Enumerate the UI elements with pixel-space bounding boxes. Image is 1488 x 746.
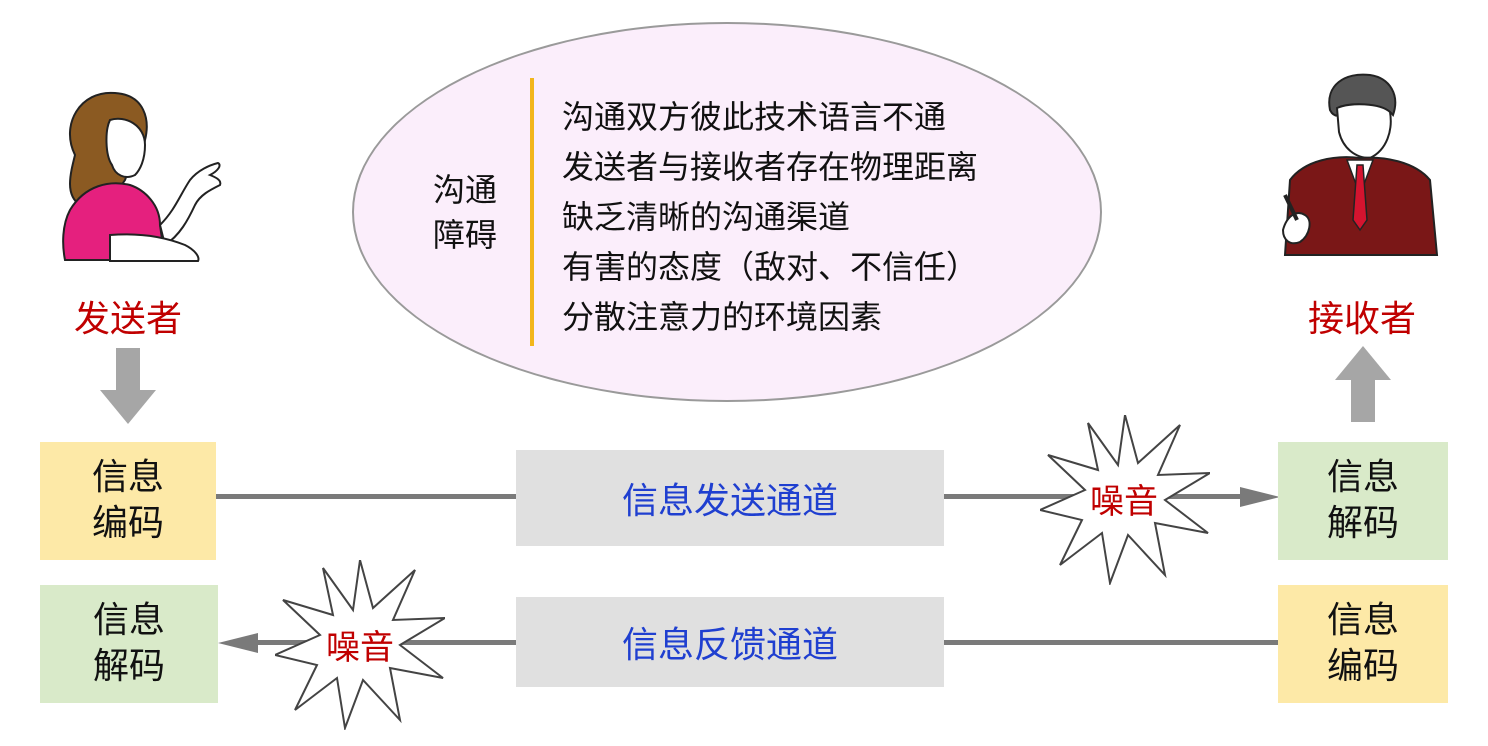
send-channel: 信息发送通道 — [516, 450, 944, 546]
receiver-encode-box: 信息 编码 — [1278, 585, 1448, 703]
send-channel-line-left — [216, 494, 516, 499]
box-line: 编码 — [91, 503, 164, 544]
barriers-title-line1: 沟通 — [432, 171, 497, 209]
box-line: 编码 — [1326, 646, 1399, 687]
sender-decode-box: 信息 解码 — [40, 585, 218, 703]
arrow-down-icon — [100, 348, 156, 424]
barriers-title: 沟通 障碍 — [420, 168, 510, 258]
communication-barriers-ellipse — [352, 22, 1102, 402]
receiver-man-icon — [1281, 73, 1439, 256]
box-line: 解码 — [1326, 503, 1399, 544]
barrier-item: 缺乏清晰的沟通渠道 — [562, 198, 851, 236]
barriers-divider — [530, 78, 534, 346]
box-line: 信息 — [1326, 457, 1399, 498]
barrier-item: 分散注意力的环境因素 — [562, 298, 883, 336]
feedback-channel: 信息反馈通道 — [516, 597, 944, 687]
barrier-item: 沟通双方彼此技术语言不通 — [562, 98, 947, 136]
arrow-up-icon — [1335, 346, 1391, 422]
sender-encode-box: 信息 编码 — [40, 442, 216, 560]
receiver-label: 接收者 — [1307, 299, 1416, 340]
box-line: 解码 — [92, 646, 165, 687]
barrier-item: 发送者与接收者存在物理距离 — [562, 148, 979, 186]
barriers-title-line2: 障碍 — [432, 216, 497, 254]
barriers-list: 沟通双方彼此技术语言不通 发送者与接收者存在物理距离 缺乏清晰的沟通渠道 有害的… — [562, 92, 978, 342]
sender-woman-icon — [62, 91, 222, 262]
feedback-channel-line-right — [944, 640, 1278, 645]
arrow-left-icon — [218, 633, 258, 653]
feedback-noise-label: 噪音 — [326, 628, 394, 668]
box-line: 信息 — [92, 600, 165, 641]
barrier-item: 有害的态度（敌对、不信任） — [562, 248, 979, 286]
sender-label: 发送者 — [73, 299, 182, 340]
send-noise-label: 噪音 — [1090, 482, 1158, 522]
box-line: 信息 — [91, 457, 164, 498]
noise-burst-icon — [275, 560, 445, 730]
box-line: 信息 — [1326, 600, 1399, 641]
receiver-decode-box: 信息 解码 — [1278, 442, 1448, 560]
noise-burst-icon — [1040, 415, 1210, 585]
arrow-right-icon — [1240, 487, 1280, 507]
